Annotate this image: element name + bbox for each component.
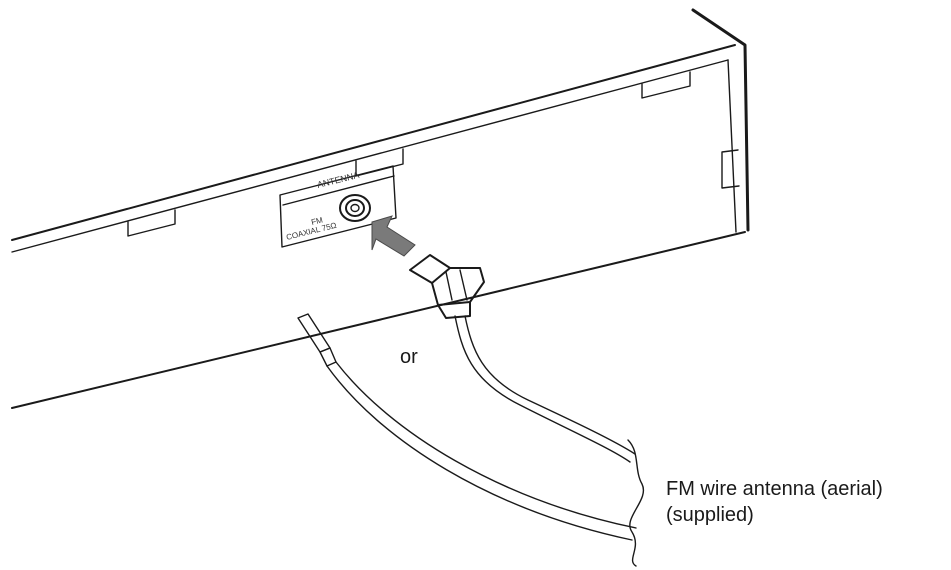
- antenna-cable: [454, 315, 636, 463]
- fm-jack-label: FM: [310, 215, 324, 227]
- antenna-callout: FM wire antenna (aerial) (supplied): [666, 476, 883, 528]
- cable-break-line: [627, 439, 645, 567]
- fm-coaxial-jack: [339, 194, 371, 222]
- or-label: or: [400, 346, 418, 368]
- bare-wire-end: [297, 313, 637, 541]
- antenna-plug: [409, 254, 485, 319]
- unit-rear-panel: [11, 8, 750, 409]
- antenna-supplied-label: (supplied): [666, 504, 754, 526]
- insert-arrow-icon: [371, 215, 416, 257]
- antenna-name-label: FM wire antenna (aerial): [666, 478, 883, 500]
